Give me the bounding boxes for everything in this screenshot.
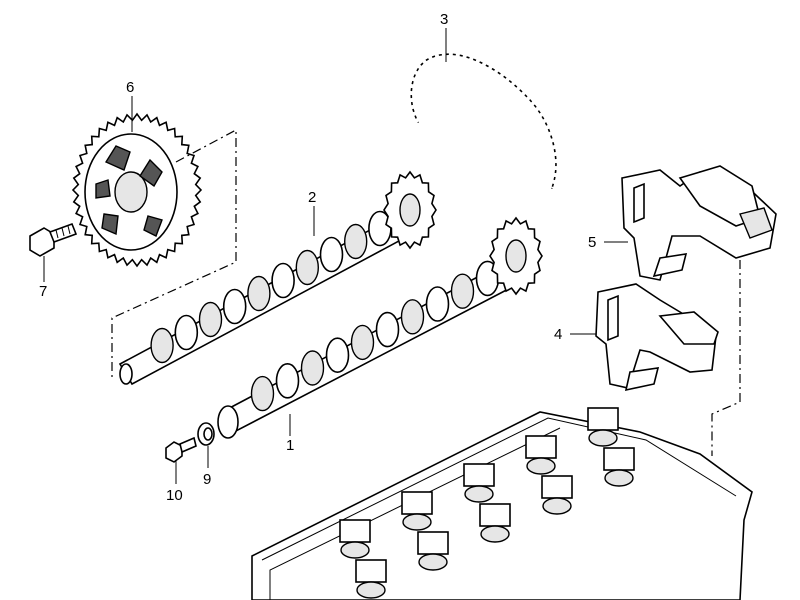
- gear-bolt: [29, 222, 78, 257]
- camshaft-upper: [118, 170, 437, 386]
- label-3: 3: [440, 11, 448, 28]
- cam-lobe: [174, 314, 199, 351]
- cam-lobe: [350, 324, 375, 361]
- washer: [197, 422, 215, 446]
- bearing-cap: [417, 531, 449, 555]
- label-9: 9: [203, 471, 211, 488]
- camshaft-bore: [402, 513, 432, 531]
- label-7: 7: [39, 283, 47, 300]
- cam-lobe: [450, 273, 475, 309]
- camshaft-bore: [604, 469, 634, 487]
- cam-lobe: [271, 262, 295, 299]
- tensioner-lower: [595, 283, 719, 392]
- bearing-cap: [541, 475, 573, 499]
- cam-lobe: [300, 350, 325, 386]
- bearing-cap: [339, 519, 371, 543]
- reference-lines: [111, 129, 741, 456]
- bearing-cap: [401, 491, 433, 515]
- cam-lobe: [198, 301, 223, 338]
- cam-lobe: [222, 288, 247, 325]
- bearing-cap: [587, 407, 619, 431]
- bearing-cap: [525, 435, 557, 459]
- label-10: 10: [166, 487, 183, 504]
- cam-lobe: [295, 249, 319, 286]
- camshaft-bore: [480, 525, 510, 543]
- cam-lobe: [325, 337, 350, 374]
- cam-lobe: [425, 286, 450, 322]
- camshaft-bore: [588, 429, 618, 447]
- camshaft-bore: [542, 497, 572, 515]
- bearing-cap: [463, 463, 495, 487]
- cylinder-head: [251, 407, 753, 600]
- bearing-cap: [479, 503, 511, 527]
- bearing-cap: [603, 447, 635, 471]
- timing-chain: [408, 51, 559, 189]
- cam-lobe: [344, 223, 368, 260]
- tensioner-upper: [621, 165, 777, 281]
- label-1: 1: [286, 437, 294, 454]
- leader-lines: [43, 28, 628, 484]
- cam-lobe: [375, 311, 400, 348]
- callout-labels: 3 6 7 2 1 9 10 5 4: [39, 11, 596, 504]
- camshaft-bore: [418, 553, 448, 571]
- sprocket-gear: [71, 112, 203, 268]
- camshaft-bore: [356, 581, 386, 599]
- label-5: 5: [588, 234, 596, 251]
- camshaft-bore: [340, 541, 370, 559]
- cam-lobe: [319, 236, 344, 273]
- cam-lobe: [275, 362, 300, 399]
- cam-lobe: [400, 299, 425, 335]
- label-2: 2: [308, 189, 316, 206]
- bearing-cap: [355, 559, 387, 583]
- camshaft-bore: [526, 457, 556, 475]
- camshaft-bolt: [165, 436, 197, 463]
- label-4: 4: [554, 326, 562, 343]
- cam-lobe: [250, 375, 275, 412]
- camshaft-lower: [217, 216, 543, 439]
- camshaft-bore: [464, 485, 494, 503]
- cam-lobe: [150, 327, 174, 364]
- label-6: 6: [126, 79, 134, 96]
- cam-lobe: [247, 275, 271, 312]
